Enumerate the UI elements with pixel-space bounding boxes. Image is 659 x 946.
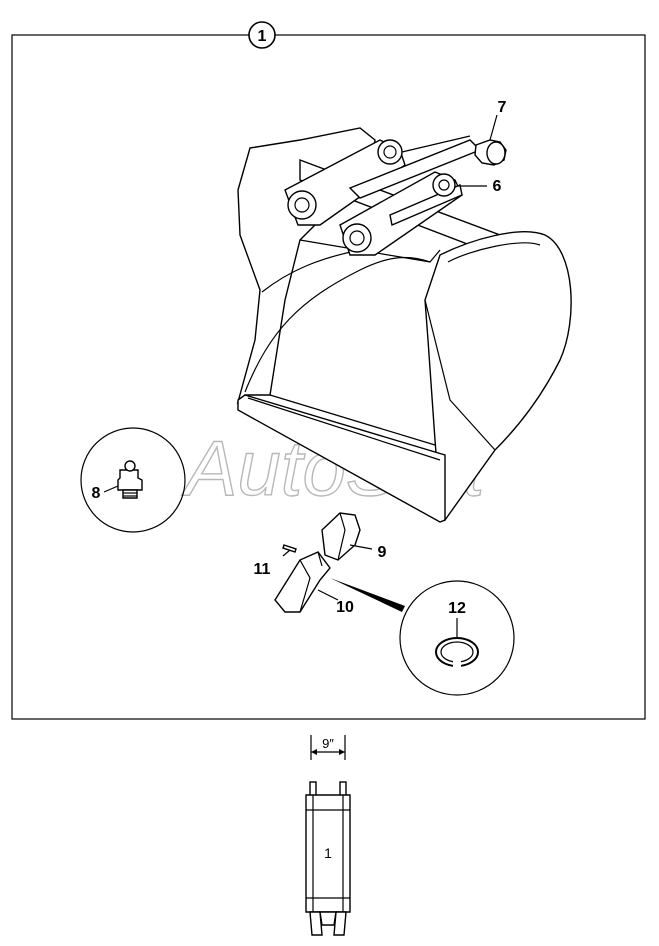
assembly-callout[interactable]: 1 [248, 21, 276, 49]
width-dimension-label: 9″ [322, 736, 334, 751]
callout-6[interactable]: 6 [493, 178, 502, 195]
bucket-item-number: 1 [324, 845, 332, 861]
detail-pointer [330, 578, 405, 612]
leader-10 [317, 589, 339, 601]
callout-9[interactable]: 9 [378, 544, 387, 561]
detail-circle-12[interactable] [399, 580, 515, 696]
part-10-adapter[interactable] [274, 551, 331, 613]
assembly-number: 1 [258, 28, 267, 45]
callout-7[interactable]: 7 [498, 99, 507, 116]
leader-9 [349, 544, 373, 550]
callout-11[interactable]: 11 [254, 561, 271, 578]
leader-8 [103, 485, 119, 493]
part-9-tooth-tip[interactable] [321, 512, 361, 561]
part-7-pin[interactable] [401, 135, 507, 166]
callout-8[interactable]: 8 [92, 485, 101, 502]
detail-circle-8[interactable] [80, 427, 186, 533]
bucket-drawing[interactable] [236, 127, 572, 523]
callout-12[interactable]: 12 [448, 600, 466, 617]
leader-7 [489, 114, 498, 141]
bucket-width-view[interactable] [305, 735, 351, 936]
diagram-frame [11, 34, 646, 720]
part-11-pin[interactable] [282, 544, 297, 553]
callout-10[interactable]: 10 [336, 599, 354, 616]
leader-11 [282, 549, 291, 557]
